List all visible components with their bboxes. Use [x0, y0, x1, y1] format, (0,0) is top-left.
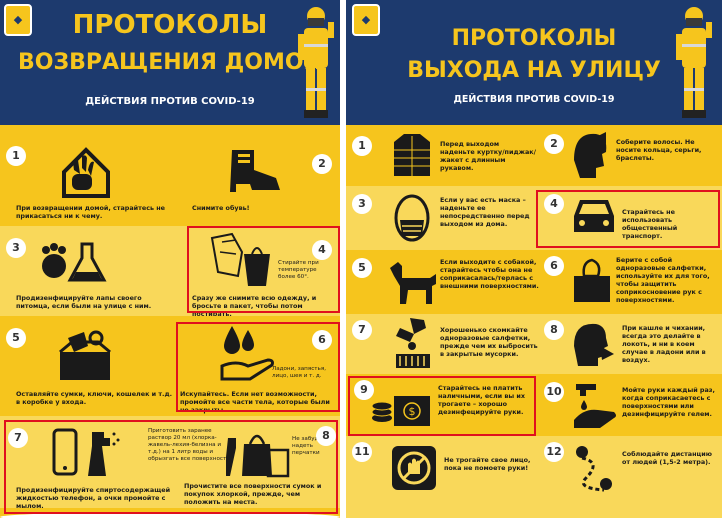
step-number: 7	[8, 428, 28, 448]
step-caption: Старайтесь не платить наличными, если вы…	[438, 384, 525, 416]
step-note: Ладони, запястья, лицо, шея и т. д.	[272, 366, 326, 379]
step-caption: Прочистите все поверхности сумок и покуп…	[184, 482, 322, 506]
right-subtitle: ДЕЙСТВИЯ ПРОТИВ COVID-19	[453, 94, 615, 105]
firefighter-icon	[676, 7, 712, 118]
right-title-line1: ПРОТОКОЛЫ	[451, 26, 617, 51]
left-title-line2: ВОЗВРАЩЕНИЯ ДОМОЙ	[18, 50, 322, 75]
step-caption: Продизенфицируйте спиртосодержащей жидко…	[16, 486, 171, 510]
step-number: 3	[6, 238, 26, 258]
distance-icon	[576, 446, 612, 492]
highlight-box	[536, 190, 720, 248]
paw-flask-icon	[42, 242, 107, 282]
step-caption: Берите с собой одноразовые салфетки, исп…	[616, 256, 710, 304]
step-number: 2	[544, 134, 564, 154]
step-number: 5	[352, 258, 372, 278]
sneeze-icon	[574, 323, 614, 366]
step-number: 4	[312, 240, 332, 260]
step-number: 10	[544, 382, 564, 402]
logo-badge-icon: ◆	[4, 4, 32, 36]
highlight-box	[4, 420, 338, 514]
step-note: Приготовить заранее раствор 20 мл (хлорк…	[148, 428, 230, 462]
step-caption: Перед выходом наденьте куртку/пиджак/жак…	[440, 140, 536, 172]
step-caption: При возвращении домой, старайтесь не при…	[16, 204, 166, 220]
svg-text:$: $	[409, 405, 416, 418]
right-row-2: 3 Если у вас есть маска – наденьте ее не…	[346, 186, 722, 250]
step-number: 7	[352, 320, 372, 340]
logo-badge-icon: ◆	[352, 4, 380, 36]
right-row-4: 7 Хорошенько скомкайте одноразовые салфе…	[346, 314, 722, 374]
step-number: 6	[312, 330, 332, 350]
hair-icon	[574, 132, 607, 178]
left-subtitle: ДЕЙСТВИЯ ПРОТИВ COVID-19	[85, 96, 255, 107]
step-number: 6	[544, 256, 564, 276]
step-caption: Оставляйте сумки, ключи, кошелек и т.д. …	[16, 390, 173, 406]
highlight-box	[176, 322, 340, 412]
jacket-icon	[394, 134, 430, 176]
right-title-line2: ВЫХОДА НА УЛИЦУ	[407, 58, 661, 83]
left-row-2: 3 Продизенфицируйте лапы своего питомца,…	[0, 230, 340, 318]
mask-icon	[394, 194, 430, 242]
highlight-box	[348, 376, 536, 436]
step-number: 9	[354, 380, 374, 400]
step-number: 1	[6, 146, 26, 166]
left-row-1: 1 При возвращении домой, старайтесь не п…	[0, 140, 340, 226]
highlight-box	[187, 226, 340, 313]
step-number: 1	[352, 136, 372, 156]
phone-spray-icon	[52, 428, 120, 476]
step-number: 5	[6, 328, 26, 348]
right-row-3: 5 Если выходите с собакой, старайтесь чт…	[346, 250, 722, 314]
right-poster: ◆ ПРОТОКОЛЫ ВЫХОДА НА УЛИЦУ ДЕЙСТВИЯ ПРО…	[346, 0, 722, 518]
step-caption: Соберите волосы. Не носите кольца, серьг…	[616, 138, 702, 162]
left-poster: ◆ ПРОТОКОЛЫ ВОЗВРАЩЕНИЯ ДОМОЙ ДЕЙСТВИЯ П…	[0, 0, 340, 518]
bags-spray-icon	[226, 434, 290, 478]
step-caption: При кашле и чихании, всегда это делайте …	[622, 324, 706, 364]
step-caption: Не трогайте свое лицо, пока не помоете р…	[444, 456, 531, 472]
left-row-4: 7 Продизенфицируйте спиртосодержащей жид…	[0, 420, 340, 510]
step-caption: Сразу же снимите всю одежду, и бросьте в…	[192, 294, 317, 318]
step-number: 4	[544, 194, 564, 214]
right-header: ◆ ПРОТОКОЛЫ ВЫХОДА НА УЛИЦУ ДЕЙСТВИЯ ПРО…	[346, 0, 722, 125]
car-icon	[574, 200, 614, 232]
step-number: 8	[544, 320, 564, 340]
tissue-box-icon	[574, 258, 610, 302]
step-caption: Продизенфицируйте лапы своего питомца, е…	[16, 294, 152, 310]
step-note: Не забудьте надеть перчатки	[292, 436, 329, 456]
boot-icon	[230, 150, 280, 192]
firefighter-icon	[298, 7, 334, 118]
left-title-line1: ПРОТОКОЛЫ	[72, 10, 268, 40]
step-note: Стирайте при температуре более 60°.	[278, 260, 319, 280]
step-caption: Если у вас есть маска – наденьте ее непо…	[440, 196, 530, 228]
house-hand-icon	[62, 147, 110, 198]
left-row-3: 5 Оставляйте сумки, ключи, кошелек и т.д…	[0, 320, 340, 416]
step-caption: Снимите обувь!	[192, 204, 250, 212]
left-header: ◆ ПРОТОКОЛЫ ВОЗВРАЩЕНИЯ ДОМОЙ ДЕЙСТВИЯ П…	[0, 0, 340, 125]
clothes-bag-icon	[210, 232, 270, 286]
step-number: 12	[544, 442, 564, 462]
no-touch-face-icon	[392, 446, 436, 490]
right-row-6: 11 Не трогайте свое лицо, пока не помоет…	[346, 436, 722, 518]
drops-hand-icon	[220, 326, 274, 381]
step-number: 8	[316, 426, 336, 446]
step-number: 2	[312, 154, 332, 174]
dog-icon	[390, 262, 436, 304]
tissue-bin-icon	[396, 318, 430, 368]
step-number: 3	[352, 194, 372, 214]
keys-box-icon	[59, 330, 111, 380]
step-caption: Если выходите с собакой, старайтесь чтоб…	[440, 258, 539, 290]
step-caption: Мойте руки каждый раз, когда соприкасает…	[622, 386, 715, 418]
right-row-1: 1 Перед выходом наденьте куртку/пиджак/ж…	[346, 126, 722, 186]
handwash-icon	[574, 384, 616, 428]
step-number: 11	[352, 442, 372, 462]
step-caption: Хорошенько скомкайте одноразовые салфетк…	[440, 326, 538, 358]
money-icon: $	[371, 396, 430, 426]
step-caption: Старайтесь не использовать общественный …	[622, 208, 678, 240]
step-caption: Соблюдайте дистанцию от людей (1,5-2 мет…	[622, 450, 712, 466]
